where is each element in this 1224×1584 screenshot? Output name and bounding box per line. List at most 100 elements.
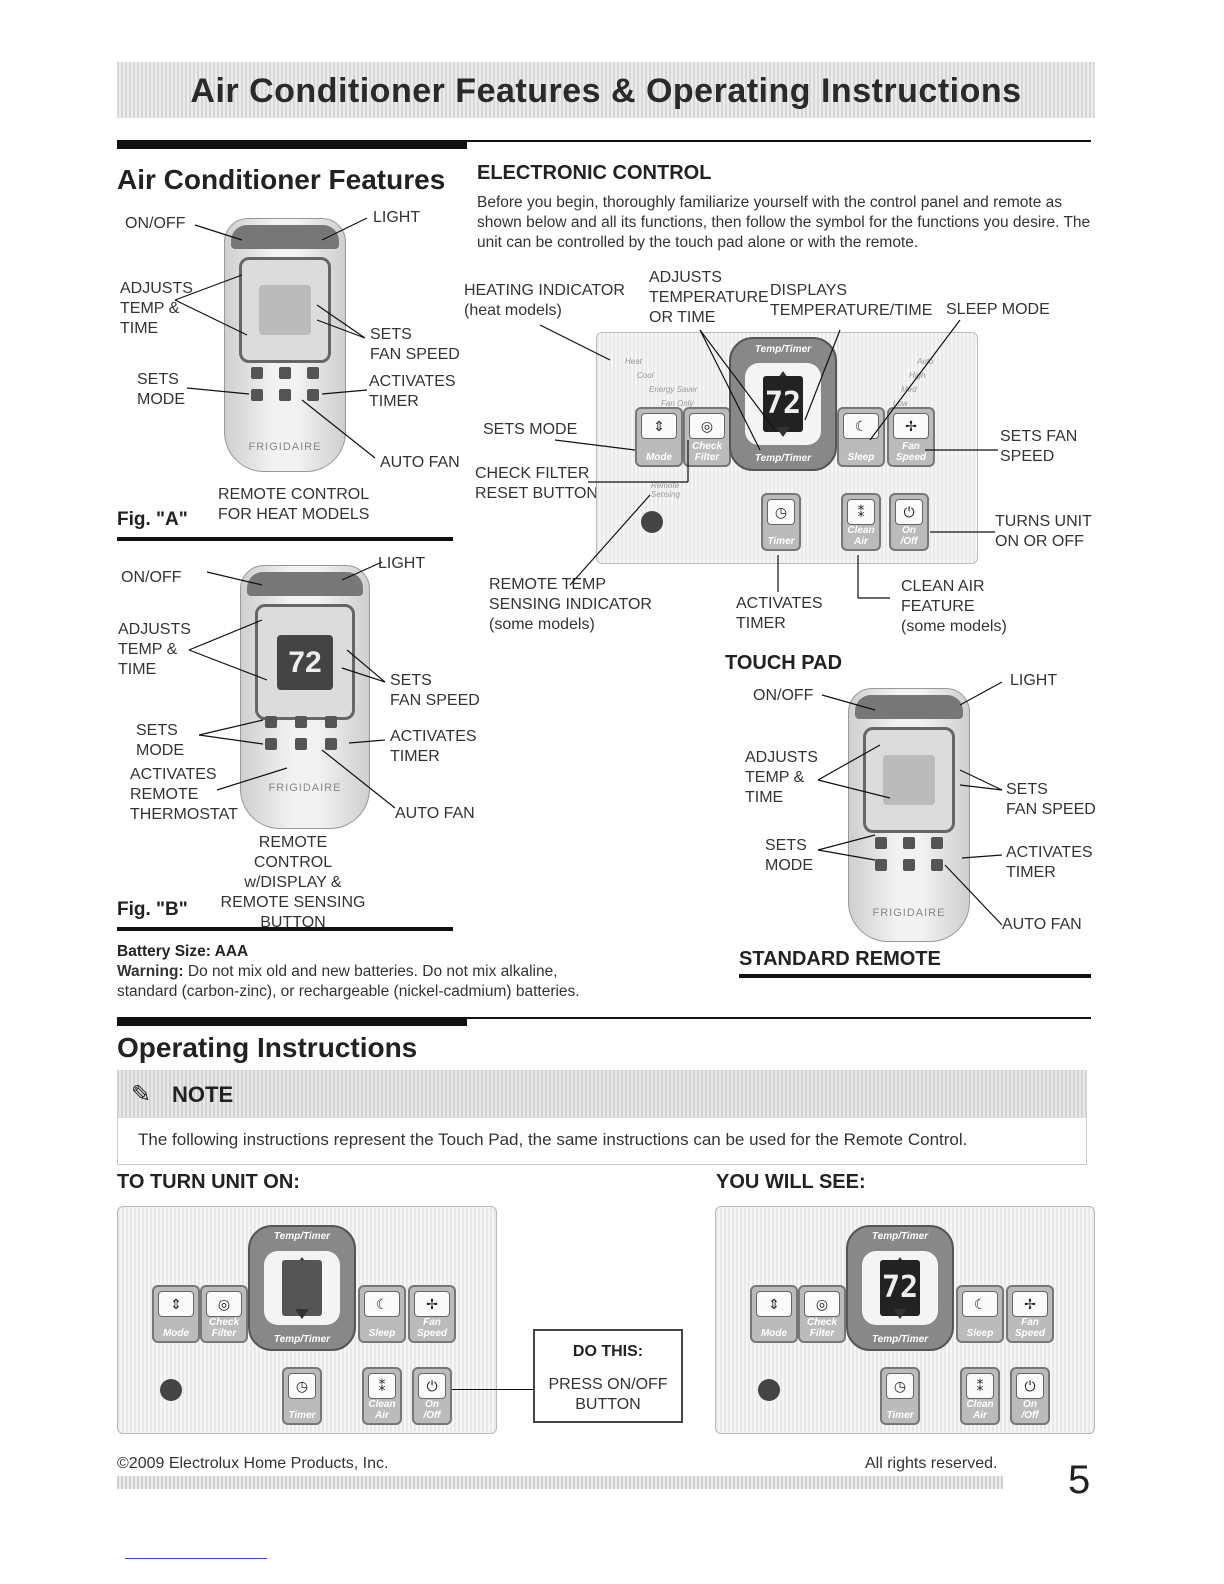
sr-fan-speed-label: SETS FAN SPEED bbox=[1006, 781, 1096, 818]
sleep-button[interactable]: ☾Sleep bbox=[956, 1285, 1004, 1343]
fig-a-auto-fan-label: AUTO FAN bbox=[380, 454, 460, 471]
fan-med: Med bbox=[901, 385, 917, 394]
mode-button[interactable]: ⇕Mode bbox=[635, 407, 683, 467]
check-filter-label: Check Filter bbox=[691, 441, 722, 463]
power-icon: ⏻ bbox=[895, 499, 923, 525]
filter-icon: ◎ bbox=[206, 1291, 242, 1317]
on-off-button[interactable]: ⏻On /Off bbox=[1010, 1367, 1050, 1425]
on-off-label: On /Off bbox=[423, 1399, 441, 1421]
ec-turns-unit-label: TURNS UNIT ON OR OFF bbox=[995, 513, 1092, 550]
turn-on-panel: ⇕ Mode ◎Check Filter Temp/Timer Temp/Time… bbox=[117, 1206, 497, 1434]
temp-down-icon[interactable] bbox=[893, 1309, 907, 1319]
standard-remote-title: STANDARD REMOTE bbox=[739, 948, 941, 970]
you-will-see-title: YOU WILL SEE: bbox=[716, 1171, 866, 1193]
sleep-button[interactable]: ☾Sleep bbox=[358, 1285, 406, 1343]
check-filter-button[interactable]: ◎Check Filter bbox=[798, 1285, 846, 1343]
temp-timer-display-on[interactable]: Temp/Timer 72 Temp/Timer bbox=[846, 1225, 954, 1351]
sr-leader-lines bbox=[817, 681, 1003, 926]
on-off-label: On /Off bbox=[900, 525, 918, 547]
operating-rule bbox=[117, 1017, 467, 1026]
mode-arrows-icon: ⇕ bbox=[756, 1291, 792, 1317]
remote-brand: FRIGIDAIRE bbox=[872, 907, 946, 919]
banner-title: Air Conditioner Features & Operating Ins… bbox=[190, 72, 1022, 110]
timer-button-label: Timer bbox=[767, 536, 795, 547]
timer-button-label: Timer bbox=[886, 1410, 914, 1421]
temp-timer-display-off[interactable]: Temp/Timer Temp/Timer bbox=[248, 1225, 356, 1351]
fig-a-adjusts-label: ADJUSTS TEMP & TIME bbox=[120, 280, 193, 337]
do-this-text: PRESS ON/OFF BUTTON bbox=[548, 1376, 668, 1413]
check-filter-label: Check Filter bbox=[806, 1317, 837, 1339]
fig-b-adjusts-label: ADJUSTS TEMP & TIME bbox=[118, 621, 191, 678]
ec-displays-label: DISPLAYS TEMPERATURE/TIME bbox=[770, 282, 933, 319]
timer-button[interactable]: ◷Timer bbox=[282, 1367, 322, 1425]
clean-air-label: Clean Air bbox=[847, 525, 875, 547]
electronic-control-title: ELECTRONIC CONTROL bbox=[477, 162, 712, 184]
temp-down-icon[interactable] bbox=[295, 1309, 309, 1319]
fan-speed-button[interactable]: ✢Fan Speed bbox=[1006, 1285, 1054, 1343]
footer-copyright: ©2009 Electrolux Home Products, Inc. bbox=[117, 1455, 389, 1472]
sleep-button-label: Sleep bbox=[368, 1328, 396, 1339]
moon-icon: ☾ bbox=[843, 413, 879, 439]
clean-air-button[interactable]: ⁑Clean Air bbox=[841, 493, 881, 551]
temp-down-icon[interactable] bbox=[776, 427, 790, 437]
note-bar: ✎ NOTE bbox=[117, 1070, 1087, 1118]
remote-brand: FRIGIDAIRE bbox=[268, 782, 342, 794]
operating-title: Operating Instructions bbox=[117, 1032, 418, 1063]
timer-button[interactable]: ◷ Timer bbox=[880, 1367, 920, 1425]
mode-arrows-icon: ⇕ bbox=[158, 1291, 194, 1317]
mode-heat: Heat bbox=[625, 357, 642, 366]
mode-button[interactable]: ⇕ Mode bbox=[152, 1285, 200, 1343]
operating-rule-thin bbox=[467, 1017, 1091, 1019]
mode-button-label: Mode bbox=[162, 1328, 190, 1339]
features-title: Air Conditioner Features bbox=[117, 164, 446, 195]
sr-light-label: LIGHT bbox=[1010, 672, 1058, 689]
ec-sleep-label: SLEEP MODE bbox=[946, 301, 1050, 318]
ec-heating-label: HEATING INDICATOR (heat models) bbox=[464, 282, 625, 319]
warning-label: Warning: bbox=[117, 963, 184, 980]
fig-a-label: Fig. "A" bbox=[117, 509, 188, 530]
timer-button[interactable]: ◷Timer bbox=[761, 493, 801, 551]
fan-speed-button[interactable]: ✢Fan Speed bbox=[408, 1285, 456, 1343]
fig-a-sets-mode-label: SETS MODE bbox=[137, 371, 185, 408]
remote-display: 72 bbox=[276, 634, 334, 690]
fan-icon: ✢ bbox=[414, 1291, 450, 1317]
battery-size: Battery Size: AAA bbox=[117, 943, 249, 960]
note-text: The following instructions represent the… bbox=[138, 1130, 968, 1149]
fig-a-on-off-label: ON/OFF bbox=[125, 215, 186, 232]
check-filter-label: Check Filter bbox=[208, 1317, 239, 1339]
fig-a-rule bbox=[117, 537, 453, 541]
turn-on-title: TO TURN UNIT ON: bbox=[117, 1171, 300, 1193]
check-filter-button[interactable]: ◎Check Filter bbox=[200, 1285, 248, 1343]
temp-timer-display[interactable]: Temp/Timer 72 Temp/Timer bbox=[729, 337, 837, 471]
timer-button-label: Timer bbox=[288, 1410, 316, 1421]
section-rule-thin bbox=[467, 140, 1091, 142]
fig-a-caption: REMOTE CONTROL FOR HEAT MODELS bbox=[218, 486, 370, 523]
ec-sets-fan-label: SETS FAN SPEED bbox=[1000, 428, 1078, 465]
note-box: The following instructions represent the… bbox=[117, 1118, 1087, 1165]
clock-icon: ◷ bbox=[886, 1373, 914, 1399]
mode-button-label: Mode bbox=[645, 452, 673, 463]
blank-display bbox=[282, 1260, 322, 1316]
footer-rights: All rights reserved. bbox=[865, 1455, 998, 1472]
touch-pad-title: TOUCH PAD bbox=[725, 652, 843, 674]
sr-on-off-label: ON/OFF bbox=[753, 687, 814, 704]
sr-timer-label: ACTIVATES TIMER bbox=[1006, 844, 1093, 881]
standard-remote: FRIGIDAIRE bbox=[848, 688, 970, 942]
ec-adjusts-label: ADJUSTS TEMPERATURE OR TIME bbox=[649, 269, 769, 326]
fan-speed-label: Fan Speed bbox=[895, 441, 926, 463]
on-off-button[interactable]: ⏻On /Off bbox=[889, 493, 929, 551]
clean-air-button[interactable]: ⁑Clean Air bbox=[960, 1367, 1000, 1425]
fan-speed-button[interactable]: ✢Fan Speed bbox=[887, 407, 935, 467]
mode-button[interactable]: ⇕ Mode bbox=[750, 1285, 798, 1343]
fan-icon: ✢ bbox=[1012, 1291, 1048, 1317]
mode-cool: Cool bbox=[637, 371, 654, 380]
check-filter-button[interactable]: ◎Check Filter bbox=[683, 407, 731, 467]
on-off-button[interactable]: ⏻On /Off bbox=[412, 1367, 452, 1425]
mode-button-label: Mode bbox=[760, 1328, 788, 1339]
sleep-button-label: Sleep bbox=[966, 1328, 994, 1339]
clean-air-button[interactable]: ⁑Clean Air bbox=[362, 1367, 402, 1425]
fig-b-sets-mode-label: SETS MODE bbox=[136, 722, 184, 759]
sleep-button[interactable]: ☾Sleep bbox=[837, 407, 885, 467]
page-banner: Air Conditioner Features & Operating Ins… bbox=[117, 62, 1095, 118]
fig-a-fan-speed-label: SETS FAN SPEED bbox=[370, 326, 460, 363]
